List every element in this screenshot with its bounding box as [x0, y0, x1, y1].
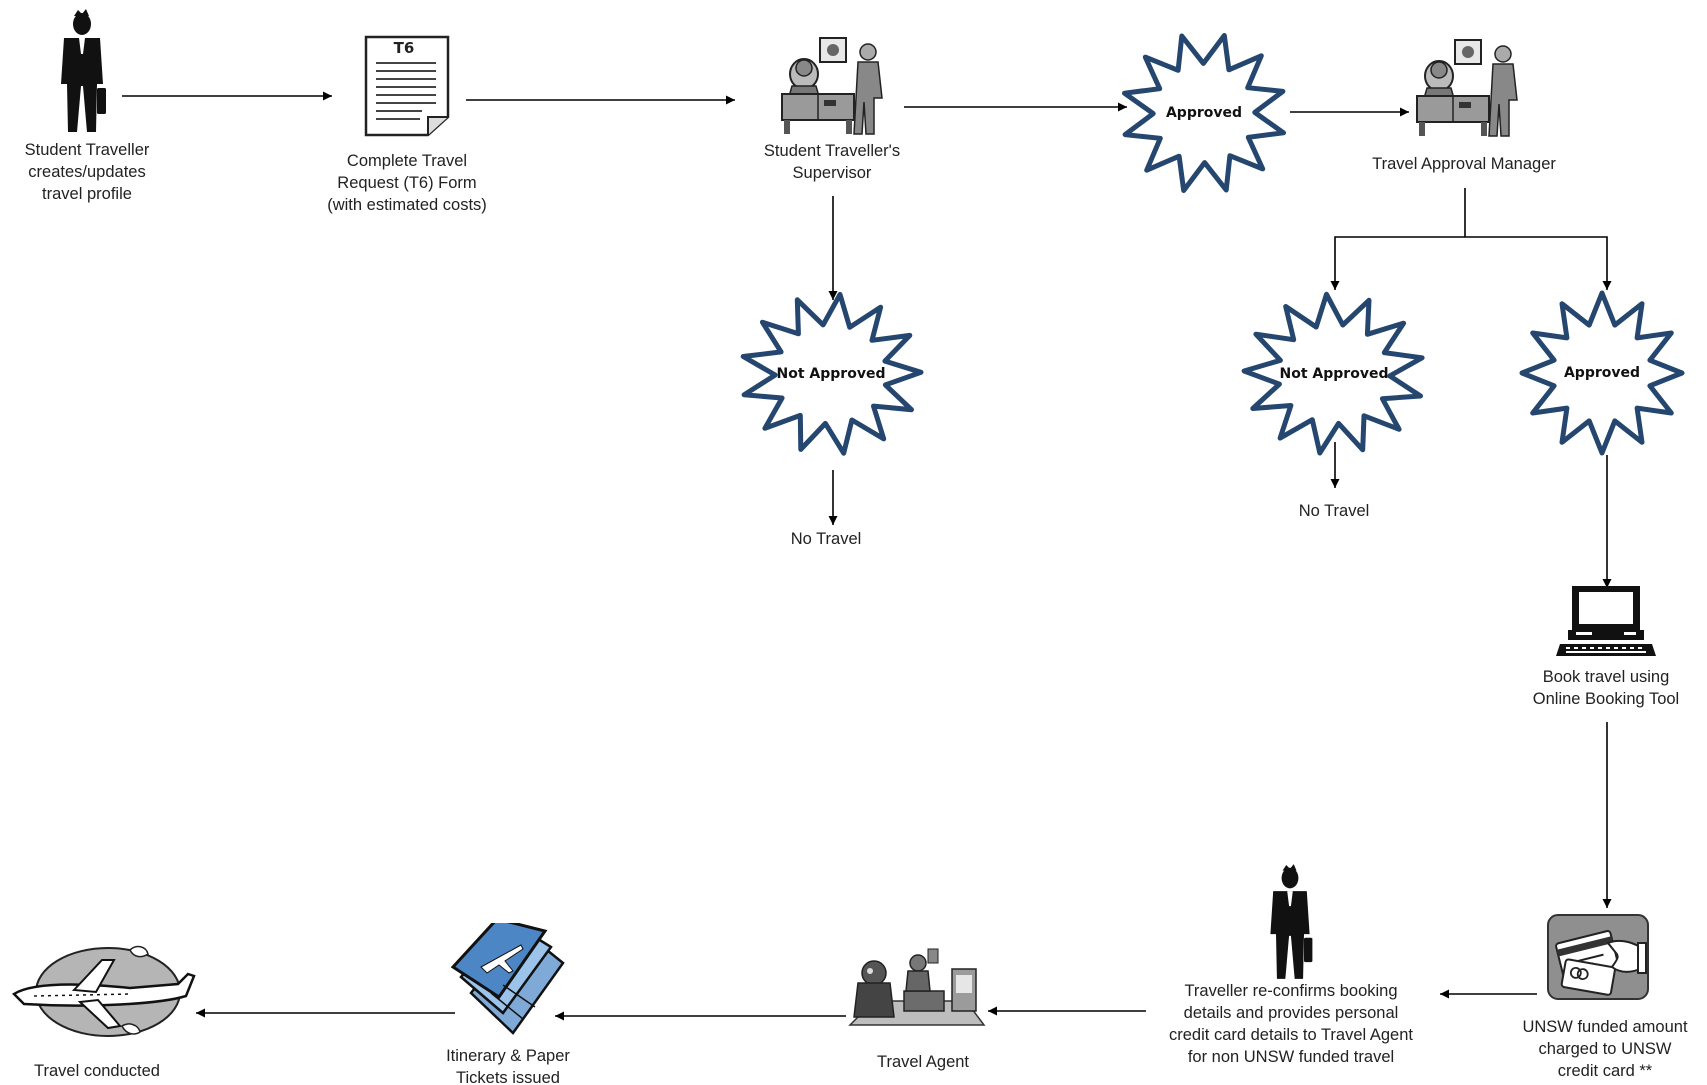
approved-label: Approved	[1165, 105, 1243, 121]
label-travel-agent: Travel Agent	[876, 1053, 970, 1071]
arrow-tam-to-approved	[1465, 236, 1612, 290]
document-icon: T6	[364, 35, 450, 137]
office-desk-icon	[781, 37, 883, 135]
label-no-travel-tam: No Travel	[1298, 502, 1370, 520]
office-desk-icon	[1416, 39, 1518, 137]
label-tickets: Itinerary & Paper Tickets issued	[446, 1047, 570, 1085]
label-supervisor: Student Traveller's Supervisor	[763, 142, 901, 182]
label-reconfirm: Traveller re-confirms booking details an…	[1169, 982, 1413, 1066]
starburst-not-approved-supervisor	[740, 291, 924, 456]
label-travel-approval-manager: Travel Approval Manager	[1372, 155, 1556, 173]
credit-card-icon	[1547, 914, 1649, 1000]
starburst-approved-2	[1519, 290, 1685, 456]
label-travel-conducted: Travel conducted	[34, 1062, 160, 1080]
label-t6-form: Complete Travel Request (T6) Form (with …	[327, 152, 487, 214]
businessman-icon	[1270, 864, 1313, 979]
ticket-icon	[451, 923, 565, 1035]
travel-agent-icon	[848, 948, 986, 1026]
not-approved-label: Not Approved	[776, 366, 886, 382]
not-approved-label: Not Approved	[1279, 366, 1389, 382]
label-traveller-start: Student Traveller creates/updates travel…	[24, 141, 150, 203]
starburst-approved-1	[1122, 33, 1286, 193]
document-tag: T6	[394, 39, 415, 57]
label-no-travel-supervisor: No Travel	[790, 530, 862, 548]
label-online-booking: Book travel using Online Booking Tool	[1532, 668, 1680, 708]
arrow-tam-to-not-approved	[1330, 236, 1465, 290]
computer-icon	[1556, 586, 1656, 656]
starburst-layer	[740, 33, 1685, 456]
airplane-icon	[12, 945, 196, 1037]
starburst-not-approved-tam	[1241, 291, 1425, 456]
approved-label: Approved	[1563, 365, 1641, 381]
label-credit-card: UNSW funded amount charged to UNSW credi…	[1522, 1018, 1688, 1080]
businessman-icon	[61, 9, 106, 132]
